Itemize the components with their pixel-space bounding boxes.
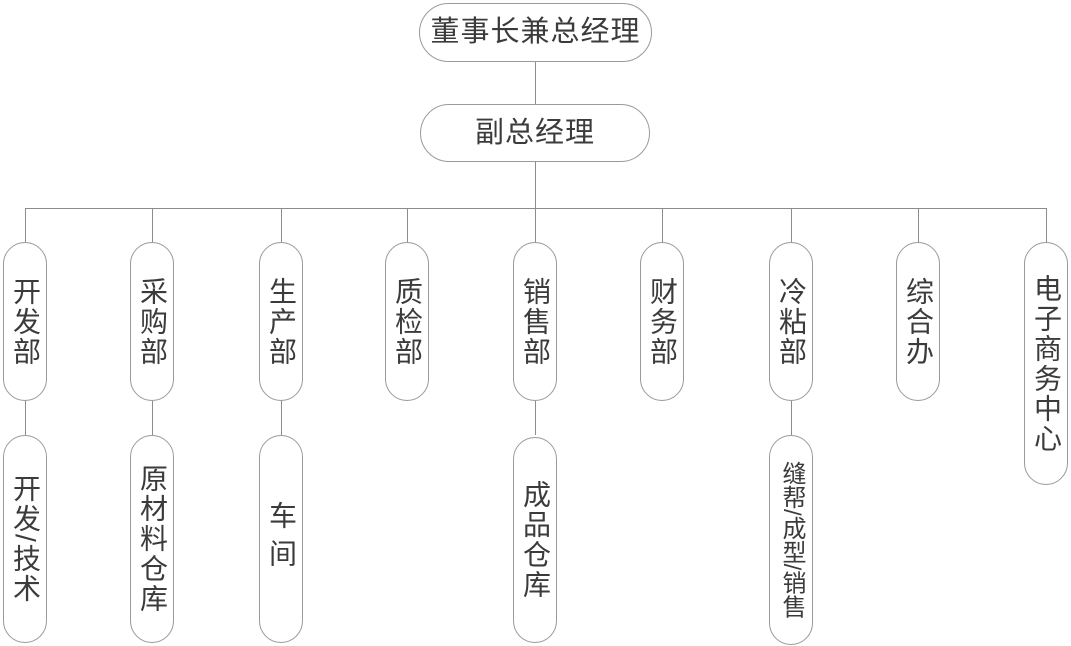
connector-bus-dept-6 <box>662 208 663 242</box>
connector-bus-dept-9 <box>1046 208 1047 242</box>
dept-node-procurement: 采购部 <box>130 242 174 401</box>
connector-dept-sub-development <box>25 401 26 435</box>
connector-deputy-bus <box>535 162 536 208</box>
sub-node-stitching-lasting-sales: 缝帮/成型/销售 <box>769 435 813 645</box>
connector-root-deputy <box>535 62 536 104</box>
connector-dept-sub-cold-cement <box>791 401 792 435</box>
dept-node-general-office-label: 综合办 <box>903 276 934 367</box>
connector-dept-sub-production <box>281 401 282 435</box>
dept-node-ecommerce-center-label: 电子商务中心 <box>1031 273 1062 454</box>
dept-node-quality: 质检部 <box>385 242 429 401</box>
sub-node-finished-goods-warehouse-label: 成品仓库 <box>520 480 551 600</box>
org-node-deputy: 副总经理 <box>420 104 650 162</box>
dept-node-development-label: 开发部 <box>10 276 41 367</box>
dept-node-sales: 销售部 <box>513 242 557 401</box>
sub-node-development-tech-label: 开发/技术 <box>10 474 41 604</box>
connector-bus-dept-3 <box>281 208 282 242</box>
org-node-chairman-label: 董事长兼总经理 <box>430 16 641 48</box>
sub-node-stitching-lasting-sales-label: 缝帮/成型/销售 <box>778 461 805 619</box>
connector-bus-dept-8 <box>918 208 919 242</box>
sub-node-workshop-label: 车间 <box>266 501 297 577</box>
dept-node-finance: 财务部 <box>640 242 684 401</box>
connector-dept-sub-procurement <box>152 401 153 435</box>
org-node-deputy-label: 副总经理 <box>474 116 595 149</box>
org-node-chairman: 董事长兼总经理 <box>419 3 652 62</box>
dept-node-cold-cement-label: 冷粘部 <box>776 276 807 367</box>
dept-node-sales-label: 销售部 <box>520 276 551 367</box>
connector-bus-dept-4 <box>407 208 408 242</box>
connector-bus-dept-5 <box>535 208 536 242</box>
connector-dept-sub-sales <box>535 401 536 435</box>
connector-bus-dept-2 <box>152 208 153 242</box>
dept-node-quality-label: 质检部 <box>392 276 423 367</box>
dept-node-development: 开发部 <box>3 242 47 401</box>
dept-node-general-office: 综合办 <box>896 242 940 401</box>
sub-node-workshop: 车间 <box>259 435 303 643</box>
sub-node-raw-material-warehouse-label: 原材料仓库 <box>137 464 168 614</box>
dept-node-ecommerce-center: 电子商务中心 <box>1024 242 1068 485</box>
dept-node-finance-label: 财务部 <box>647 276 678 367</box>
dept-node-production-label: 生产部 <box>266 276 297 367</box>
dept-node-production: 生产部 <box>259 242 303 401</box>
connector-bus-dept-1 <box>25 208 26 242</box>
sub-node-raw-material-warehouse: 原材料仓库 <box>130 435 174 643</box>
sub-node-development-tech: 开发/技术 <box>3 435 47 643</box>
connector-bus-dept-7 <box>791 208 792 242</box>
dept-node-procurement-label: 采购部 <box>137 276 168 367</box>
dept-node-cold-cement: 冷粘部 <box>769 242 813 401</box>
sub-node-finished-goods-warehouse: 成品仓库 <box>513 437 557 643</box>
